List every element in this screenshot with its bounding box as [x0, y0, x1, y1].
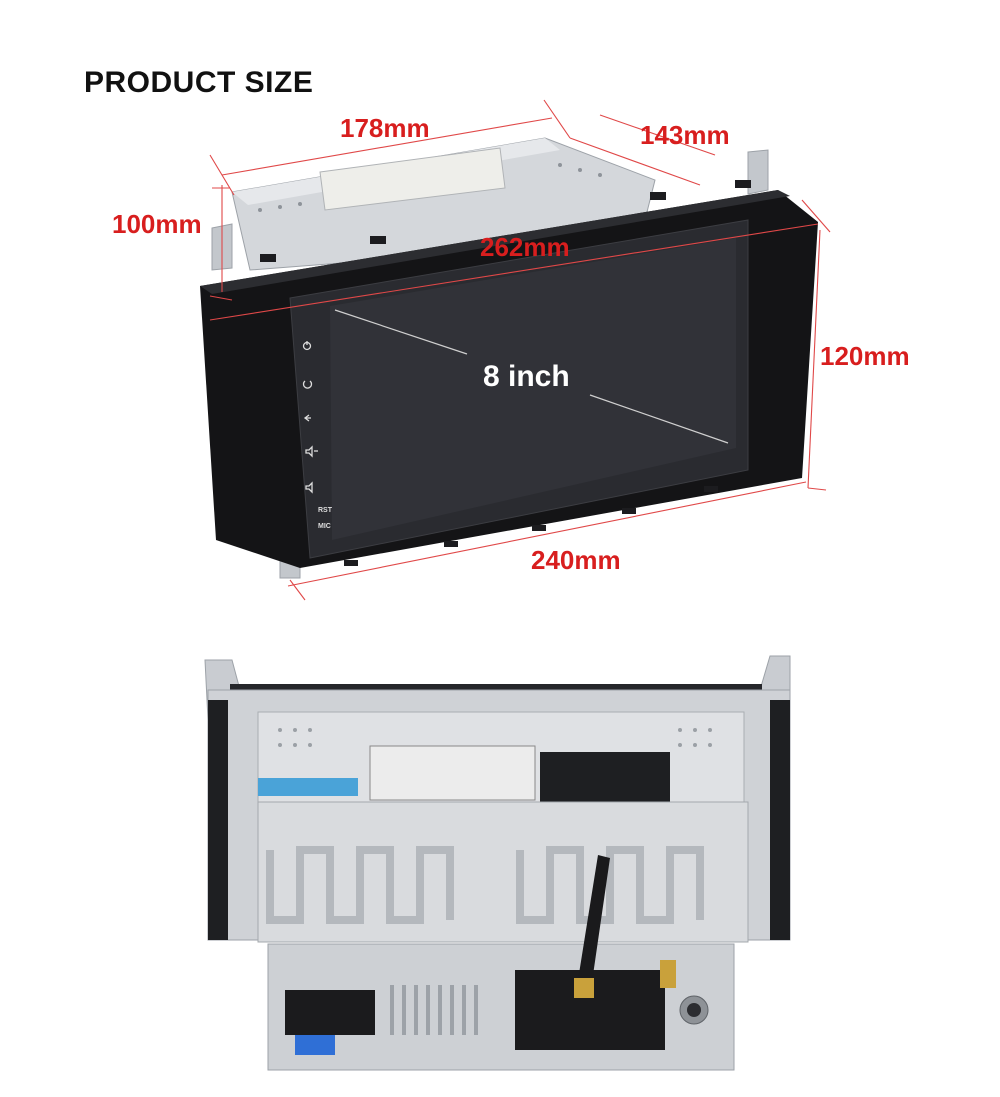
- section-title: PRODUCT SIZE: [84, 66, 314, 99]
- mic-label: MIC: [318, 523, 331, 530]
- dimension-panel-width: 262mm: [480, 232, 570, 262]
- dimension-bottom-width: 240mm: [531, 545, 621, 575]
- power-icon: [302, 341, 312, 351]
- antenna-icon: [578, 855, 610, 982]
- dimension-body-height: 100mm: [112, 209, 202, 239]
- dimension-top-width: 178mm: [340, 113, 430, 143]
- volume-up-icon: [305, 445, 318, 458]
- dimension-depth: 143mm: [640, 120, 730, 150]
- dimension-panel-height: 120mm: [820, 341, 910, 371]
- dimension-lines: [209, 99, 831, 601]
- rst-label: RST: [318, 507, 332, 514]
- volume-down-icon: [305, 481, 313, 494]
- home-icon: [302, 380, 313, 389]
- back-icon: [303, 414, 311, 422]
- screen-size-label: 8 inch: [483, 360, 570, 393]
